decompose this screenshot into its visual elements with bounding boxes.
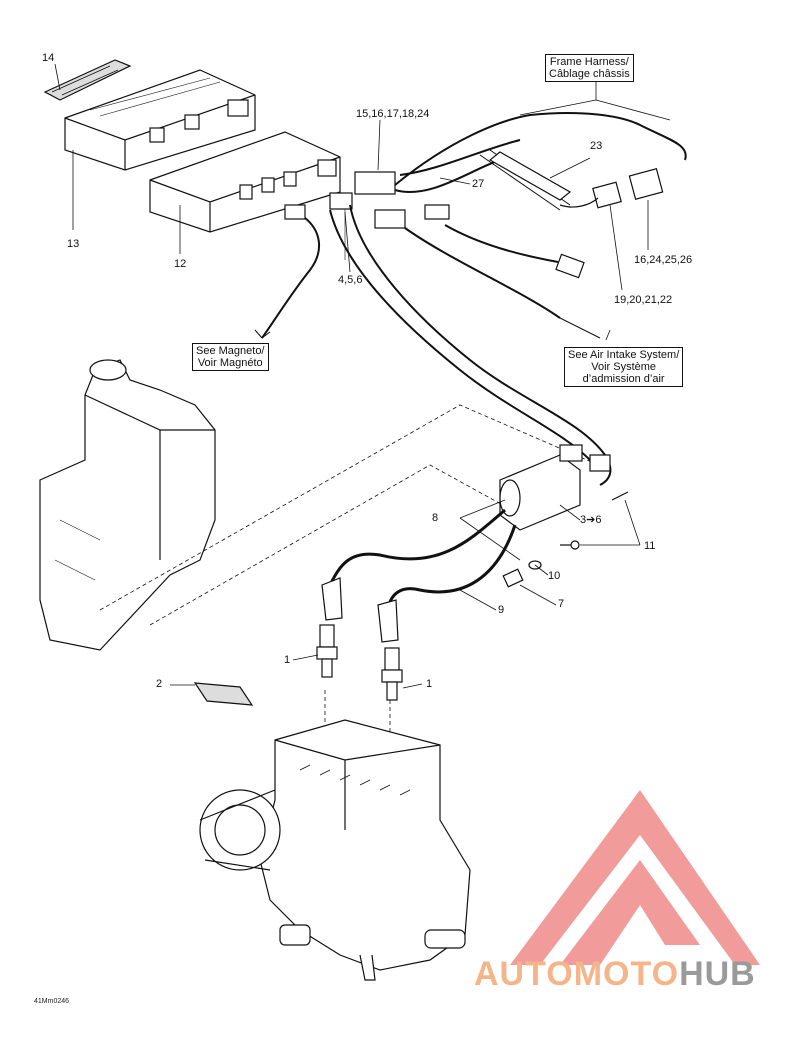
callout-10: 10 xyxy=(548,570,561,582)
ignition-coil-part-3-6 xyxy=(499,444,611,531)
connectors-part-16-24-25-26 xyxy=(559,168,664,209)
connectors-part-15-18 xyxy=(354,171,450,229)
oil-tank xyxy=(39,359,216,651)
diagram-code: 41Mm0246 xyxy=(34,998,70,1005)
spark-plug-caps xyxy=(321,577,399,643)
magneto-wire xyxy=(261,217,321,339)
frame-harness-line1: Frame Harness/ xyxy=(549,56,629,68)
callout-15-18-24: 15,16,17,18,24 xyxy=(356,108,430,120)
callout-2: 2 xyxy=(156,678,163,690)
watermark-text-part2: HUB xyxy=(679,955,756,993)
callout-4-5-6: 4,5,6 xyxy=(338,274,363,286)
magneto-arrow xyxy=(254,329,271,339)
callout-19-22: 19,20,21,22 xyxy=(614,294,673,306)
decal-part-14 xyxy=(43,59,132,101)
leader-lines xyxy=(54,63,671,689)
see-air-intake-line3: d’admission d’air xyxy=(582,373,665,385)
connectors-part-4-5-6 xyxy=(284,192,353,260)
callout-16-24-25-26: 16,24,25,26 xyxy=(634,254,693,266)
engine-block xyxy=(199,719,471,981)
watermark-text-part1: AUTOMOTO xyxy=(474,955,680,993)
ht-lead-part-8 xyxy=(328,508,506,586)
see-air-intake-line1: See Air Intake System/ xyxy=(568,349,680,361)
decal-part-2 xyxy=(193,682,254,706)
see-magneto-line2: Voir Magnéto xyxy=(197,357,263,369)
callout-9: 9 xyxy=(498,604,505,616)
see-magneto-reference: See Magneto/ Voir Magnéto xyxy=(192,343,269,371)
see-magneto-line1: See Magneto/ xyxy=(196,345,265,357)
spark-plug-1a xyxy=(316,624,338,678)
callout-13: 13 xyxy=(67,238,80,250)
coil-harness-wire xyxy=(329,204,612,486)
callout-1b: 1 xyxy=(426,678,433,690)
watermark-logo xyxy=(510,790,760,965)
callout-7: 7 xyxy=(558,598,565,610)
callout-27: 27 xyxy=(472,178,485,190)
air-intake-wire xyxy=(404,227,561,319)
callout-3-6: 3➔6 xyxy=(580,514,602,526)
module-part-13 xyxy=(64,69,256,171)
module-part-12 xyxy=(149,131,341,233)
callout-14: 14 xyxy=(42,52,55,64)
connectors-part-19-22 xyxy=(444,224,585,279)
watermark-text: AUTOMOTOHUB xyxy=(474,955,756,994)
callout-23: 23 xyxy=(590,140,603,152)
air-intake-arrow xyxy=(559,317,601,339)
callout-12: 12 xyxy=(174,258,187,270)
see-air-intake-reference: See Air Intake System/ Voir Système d’ad… xyxy=(564,347,684,387)
part-7 xyxy=(502,568,524,588)
screws-part-11 xyxy=(560,491,629,550)
ht-lead-part-9 xyxy=(386,524,517,611)
callout-11: 11 xyxy=(644,540,656,552)
frame-harness-reference: Frame Harness/ Câblage châssis xyxy=(545,54,634,82)
spark-plug-1b xyxy=(381,647,403,701)
callout-8: 8 xyxy=(432,512,439,524)
sleeve-part-23 xyxy=(488,151,572,201)
callout-1a: 1 xyxy=(284,654,291,666)
see-air-intake-line2: Voir Système xyxy=(591,361,657,373)
frame-harness-line2: Câblage châssis xyxy=(549,68,630,80)
